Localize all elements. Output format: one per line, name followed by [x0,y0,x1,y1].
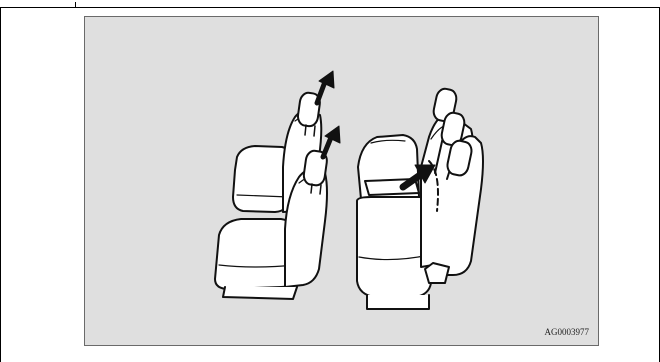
seat-illustration [85,17,600,347]
figure-code: AG0003977 [545,327,590,337]
header-tick [75,2,76,8]
raise-arrow-lower [323,126,340,157]
raise-arrow-upper [317,71,334,103]
seat-headrest-raise-icon [215,71,340,299]
illustration-panel: AG0003977 [84,16,599,346]
frame-left-rule [0,7,1,362]
frame-top-rule [0,7,660,8]
seatback-fold-icon [357,87,483,309]
